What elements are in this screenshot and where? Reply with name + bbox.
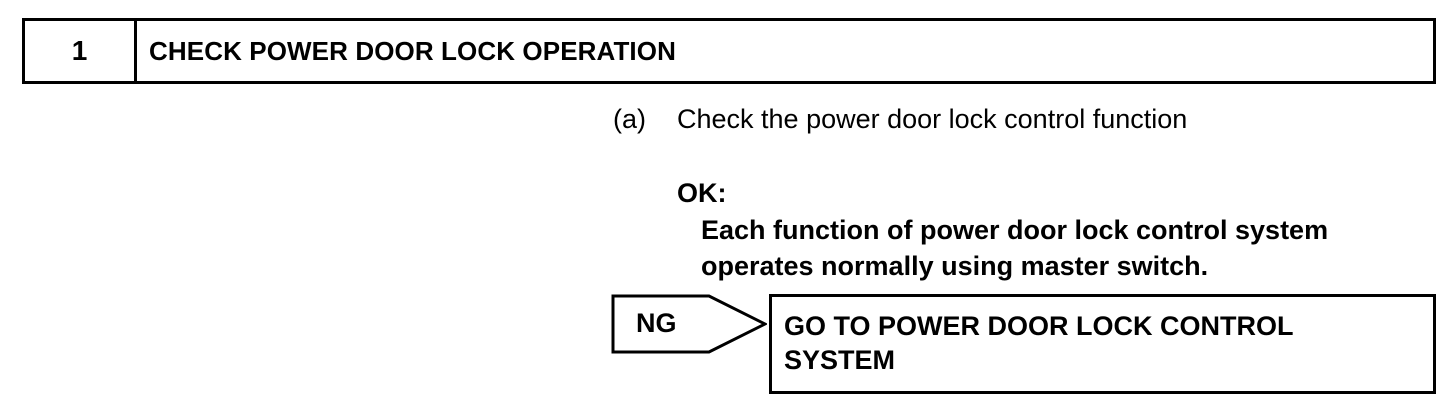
ng-result-text: GO TO POWER DOOR LOCK CONTROL SYSTEM xyxy=(784,309,1294,377)
ok-description: Each function of power door lock control… xyxy=(701,212,1421,284)
ng-result-line: SYSTEM xyxy=(784,345,896,375)
procedure-text: Check the power door lock control functi… xyxy=(677,104,1188,134)
ng-arrow-icon xyxy=(611,294,767,354)
procedure-marker: (a) xyxy=(613,104,646,134)
ng-label: NG xyxy=(636,308,677,338)
ok-description-line: Each function of power door lock control… xyxy=(701,215,1329,245)
ng-result-line: GO TO POWER DOOR LOCK CONTROL xyxy=(784,311,1294,341)
step-title: CHECK POWER DOOR LOCK OPERATION xyxy=(149,35,676,66)
ok-description-line: operates normally using master switch. xyxy=(701,251,1209,281)
step-number: 1 xyxy=(25,21,137,81)
ok-label: OK: xyxy=(677,178,727,208)
ng-result-box: GO TO POWER DOOR LOCK CONTROL SYSTEM xyxy=(769,294,1436,394)
step-header: 1 CHECK POWER DOOR LOCK OPERATION xyxy=(22,18,1436,84)
